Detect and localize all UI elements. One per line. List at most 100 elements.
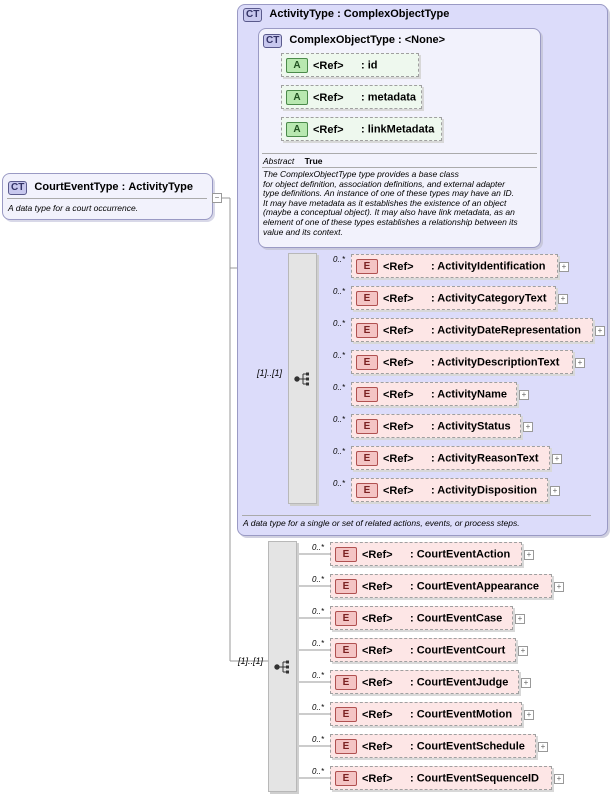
element-name: : CourtEventJudge [410,676,509,689]
court-event-type-description: A data type for a court occurrence. [8,203,139,213]
element-cardinality: 0..* [333,383,346,392]
attribute-metadata[interactable]: A<Ref>: metadata [281,85,422,109]
element-name: : ActivityDescriptionText [431,356,560,369]
element-name: : ActivityDateRepresentation [431,324,581,337]
element-cardinality: 0..* [333,447,346,456]
element-ref: <Ref> [383,356,414,369]
element-name: : CourtEventCase [410,612,503,625]
element-activity-identification[interactable]: E<Ref>: ActivityIdentification [351,254,558,278]
element-court-event-action[interactable]: E<Ref>: CourtEventAction [330,542,522,566]
element-icon: E [356,387,378,402]
attribute-icon: A [286,122,308,137]
element-cardinality: 0..* [312,671,325,680]
element-name: : ActivityStatus [431,420,511,433]
element-name: : CourtEventMotion [410,708,513,721]
complex-object-type-description: The ComplexObjectType type provides a ba… [263,169,518,237]
complex-type-icon: CT [263,34,283,48]
sequence-icon [294,372,309,386]
type-separator: : [121,181,126,193]
element-icon: E [356,419,378,434]
element-name: : CourtEventAppearance [410,580,539,593]
element-cardinality: 0..* [312,543,325,552]
expand-toggle[interactable]: + [552,454,562,464]
type-separator: : [337,8,341,20]
element-name: : ActivityName [431,388,508,401]
court-event-type-base: ActivityType [128,181,193,193]
element-cardinality: 0..* [333,255,346,264]
element-icon: E [335,675,357,690]
element-ref: <Ref> [362,612,393,625]
attribute-ref: <Ref> [313,123,344,136]
element-icon: E [335,771,357,786]
expand-toggle[interactable]: + [523,422,533,432]
element-court-event-appearance[interactable]: E<Ref>: CourtEventAppearance [330,574,552,598]
element-cardinality: 0..* [333,287,346,296]
element-icon: E [356,259,378,274]
element-ref: <Ref> [383,324,414,337]
element-icon: E [335,643,357,658]
expand-toggle[interactable]: + [515,614,525,624]
element-icon: E [335,611,357,626]
element-icon: E [335,547,357,562]
element-activity-reason-text[interactable]: E<Ref>: ActivityReasonText [351,446,550,470]
expand-toggle[interactable]: + [595,326,605,336]
element-cardinality: 0..* [333,479,346,488]
element-activity-status[interactable]: E <Ref> : ActivityStatus [351,414,521,438]
element-court-event-schedule[interactable]: E<Ref>: CourtEventSchedule [330,734,536,758]
element-cardinality: 0..* [333,415,346,424]
expand-toggle[interactable]: + [518,646,528,656]
attribute-link-metadata[interactable]: A<Ref>: linkMetadata [281,117,442,141]
element-activity-disposition[interactable]: E<Ref>: ActivityDisposition [351,478,548,502]
element-activity-category-text[interactable]: E<Ref>: ActivityCategoryText [351,286,556,310]
element-name: : ActivityCategoryText [431,292,547,305]
element-ref: <Ref> [383,292,414,305]
element-ref: <Ref> [383,452,414,465]
element-ref: <Ref> [362,772,393,785]
element-cardinality: 0..* [312,735,325,744]
complex-object-type-name: ComplexObjectType [289,34,395,46]
element-cardinality: 0..* [312,575,325,584]
element-court-event-case[interactable]: E <Ref> : CourtEventCase [330,606,513,630]
element-court-event-judge[interactable]: E <Ref> : CourtEventJudge [330,670,519,694]
expand-toggle[interactable]: + [558,294,568,304]
court-event-type-name: CourtEventType [34,181,119,193]
element-activity-name[interactable]: E <Ref> : ActivityName [351,382,517,406]
collapse-toggle[interactable]: − [212,193,222,203]
element-court-event-court[interactable]: E<Ref>: CourtEventCourt [330,638,516,662]
expand-toggle[interactable]: + [554,582,564,592]
attribute-name: : id [361,59,378,72]
activity-sequence-multiplicity: [1]..[1] [257,368,283,378]
expand-toggle[interactable]: + [575,358,585,368]
element-cardinality: 0..* [333,319,346,328]
abstract-value: True [304,156,323,166]
element-court-event-sequence-id[interactable]: E<Ref>: CourtEventSequenceID [330,766,552,790]
element-name: : ActivityReasonText [431,452,539,465]
element-cardinality: 0..* [312,703,325,712]
expand-toggle[interactable]: + [519,390,529,400]
expand-toggle[interactable]: + [521,678,531,688]
expand-toggle[interactable]: + [524,550,534,560]
element-ref: <Ref> [362,676,393,689]
element-icon: E [356,323,378,338]
type-separator: : [398,34,402,46]
court-event-type-box[interactable]: CT CourtEventType : ActivityType A data … [2,173,213,220]
element-name: : CourtEventAction [410,548,511,561]
expand-toggle[interactable]: + [554,774,564,784]
element-activity-description-text[interactable]: E<Ref>: ActivityDescriptionText [351,350,573,374]
complex-object-type-base: <None> [404,34,446,46]
attribute-icon: A [286,58,308,73]
expand-toggle[interactable]: + [550,486,560,496]
element-court-event-motion[interactable]: E<Ref>: CourtEventMotion [330,702,522,726]
element-ref: <Ref> [383,388,414,401]
expand-toggle[interactable]: + [559,262,569,272]
element-name: : CourtEventCourt [410,644,506,657]
element-cardinality: 0..* [312,767,325,776]
element-ref: <Ref> [362,580,393,593]
element-icon: E [335,739,357,754]
attribute-id[interactable]: A<Ref>: id [281,53,419,77]
expand-toggle[interactable]: + [538,742,548,752]
element-activity-date-representation[interactable]: E <Ref> : ActivityDateRepresentation [351,318,593,342]
element-ref: <Ref> [383,420,414,433]
expand-toggle[interactable]: + [524,710,534,720]
element-ref: <Ref> [383,260,414,273]
